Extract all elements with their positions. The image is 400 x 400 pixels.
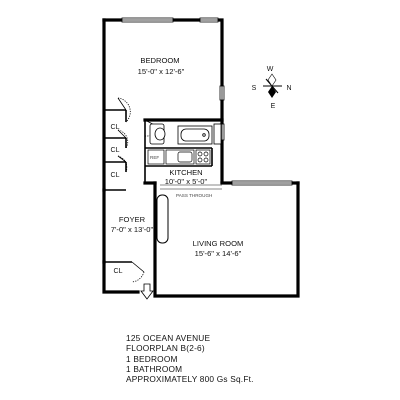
kitchen-name: KITCHEN [169,168,202,177]
compass-south: S [252,85,257,92]
toilet-icon [154,127,166,141]
closet-label: CL [111,172,120,179]
floorplan-id: FLOORPLAN B(2-6) [126,343,205,354]
bathroom-count: 1 BATHROOM [126,363,183,374]
bedroom-count: 1 BEDROOM [126,353,178,364]
living-room-dims: 15'-6" x 14'-6" [195,249,242,258]
pass-through-label: PASS THROUGH [176,193,212,198]
bathroom-fixtures [149,123,222,145]
square-footage: APPROXIMATELY 800 Gs Sq.Ft. [126,374,254,385]
foyer-dims: 7'-0" x 13'-0" [111,225,154,234]
address: 125 OCEAN AVENUE [126,333,211,343]
bedroom-dims: 15'-0" x 12'-6" [138,67,185,76]
floor-plan: BEDROOM 15'-0" x 12'-6" KITCHEN 10'-0" x… [102,17,300,300]
closet-label: CL [114,268,123,275]
kitchen-dims: 10'-0" x 5'-0" [165,177,208,186]
compass-west: W [267,66,274,73]
kitchen-fixtures [147,149,211,165]
refrigerator-icon [147,149,165,165]
listing-info: 125 OCEAN AVENUE FLOORPLAN B(2-6) 1 BEDR… [126,333,254,384]
windows [121,17,293,186]
interior-walls [104,109,222,263]
compass-east: E [271,103,276,110]
bedroom-name: BEDROOM [140,56,179,65]
foyer-name: FOYER [119,215,146,224]
entry-arrow-icon [140,283,154,300]
compass-north: N [286,85,291,92]
closet-label: CL [111,147,120,154]
column [156,194,169,244]
stove-icon [195,149,211,165]
compass-icon [263,73,282,98]
closet-label: CL [111,124,120,131]
living-room-name: LIVING ROOM [193,239,244,248]
ref-label: REF [150,155,159,160]
